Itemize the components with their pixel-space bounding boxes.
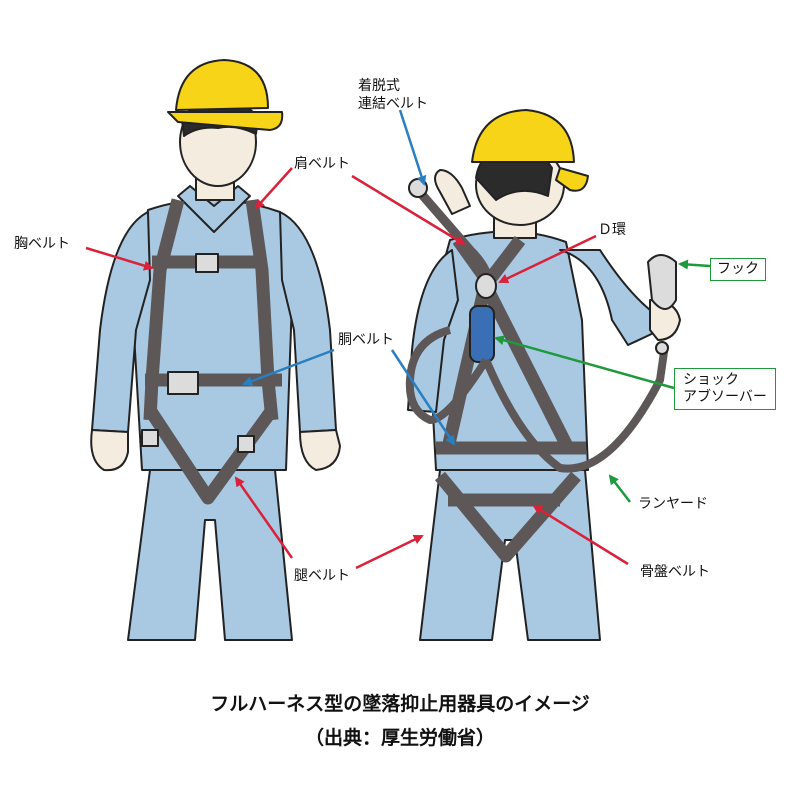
front-worker [90,59,341,641]
arrow-kata-belt-right [351,174,466,246]
arrow-kotsuban-belt [532,504,629,566]
label-shock-absorber: ショック アブソーバー [674,368,776,410]
arrow-shock-absorber [494,335,675,390]
caption-source: （出典：厚生労働省） [304,727,495,749]
label-hook: フック [710,258,766,281]
arrow-dou-belt-right [390,349,456,446]
label-lanyard: ランヤード [638,496,708,512]
arrow-chakudatsu [398,109,427,186]
label-shock-line2: アブソーバー [683,389,767,405]
arrow-momo-belt-left [234,476,294,559]
label-chakudatsu-line1: 着脱式 [358,78,400,94]
arrow-momo-belt-right [355,534,424,570]
arrow-lanyard [608,474,631,503]
label-kata-belt: 肩ベルト [294,156,350,172]
label-kotsuban-belt: 骨盤ベルト [640,564,710,580]
back-worker [405,109,681,641]
callout-arrows [85,109,711,570]
label-momo-belt: 腿ベルト [294,568,350,584]
arrow-d-kan [498,234,597,284]
arrow-kata-belt-left [254,167,293,210]
label-mune-belt: 胸ベルト [14,236,70,252]
label-chakudatsu-line2: 連結ベルト [358,96,428,112]
caption-title: フルハーネス型の墜落抑止用器具のイメージ [210,693,590,715]
label-dou-belt: 胴ベルト [338,332,394,348]
arrow-hook [678,259,711,270]
label-shock-line1: ショック [683,372,739,388]
label-d-kan: Ｄ環 [598,222,626,238]
arrow-dou-belt-left [242,348,335,386]
arrow-mune-belt [85,246,154,271]
